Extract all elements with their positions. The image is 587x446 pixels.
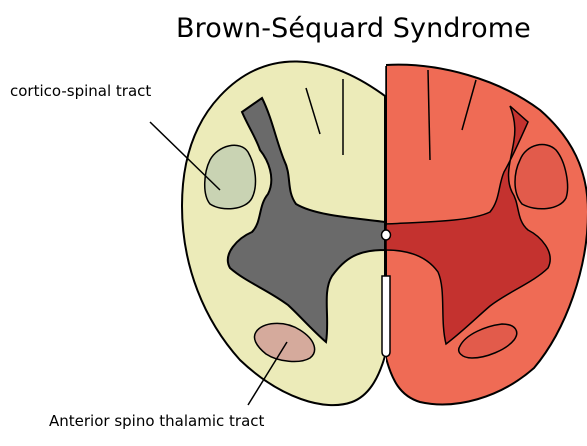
right-corticospinal-tract-lesion	[515, 145, 568, 209]
diagram-title: Brown-Séquard Syndrome	[176, 13, 531, 44]
left-hemicord	[182, 61, 385, 405]
spinothalamic-tract-label: Anterior spino thalamic tract	[49, 412, 264, 430]
right-hemicord-lesion	[386, 65, 587, 405]
anterior-median-fissure	[382, 276, 390, 357]
central-canal	[382, 230, 391, 240]
corticospinal-tract-label: cortico-spinal tract	[10, 82, 151, 100]
